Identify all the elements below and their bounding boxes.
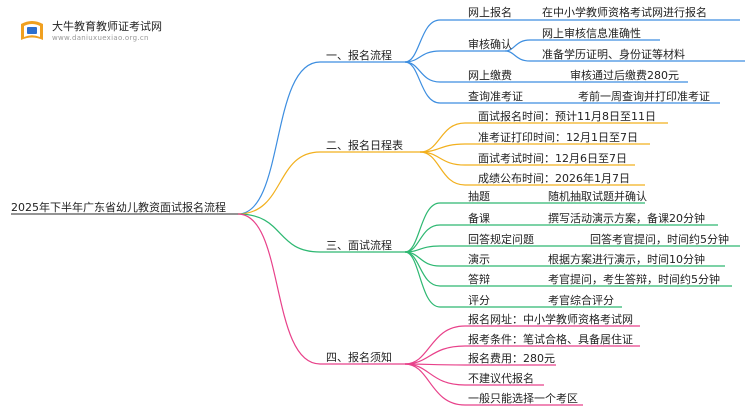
leaf-draw-question-detail: 随机抽取试题并确认 <box>548 190 647 203</box>
leaf-required-questions-detail: 回答考官提问，时间约5分钟 <box>590 233 729 246</box>
leaf-defense-detail: 考官提问，考生答辩，时间约5分钟 <box>548 273 720 286</box>
leaf-demonstration-detail: 根据方案进行演示，时间10分钟 <box>548 253 705 266</box>
root-topic: 2025年下半年广东省幼儿教资面试报名流程 <box>11 201 226 214</box>
leaf-admission-ticket-detail: 考前一周查询并打印准考证 <box>578 90 710 103</box>
node-defense: 答辩 <box>468 273 490 286</box>
note-eligibility: 报考条件：笔试合格、具备居住证 <box>468 333 633 346</box>
node-review-confirm: 审核确认 <box>468 38 512 51</box>
note-single-exam-area: 一般只能选择一个考区 <box>468 392 578 405</box>
node-online-payment: 网上缴费 <box>468 69 512 82</box>
branch-schedule: 二、报名日程表 <box>326 139 403 152</box>
leaf-lesson-prep-detail: 撰写活动演示方案，备课20分钟 <box>548 212 705 225</box>
node-admission-ticket: 查询准考证 <box>468 90 523 103</box>
book-icon <box>21 21 43 40</box>
branch-registration-process: 一、报名流程 <box>326 49 392 62</box>
schedule-registration-time: 面试报名时间：预计11月8日至11日 <box>478 110 656 123</box>
node-scoring: 评分 <box>468 294 490 307</box>
note-fee: 报名费用：280元 <box>468 352 555 365</box>
node-lesson-prep: 备课 <box>468 212 490 225</box>
leaf-review-info: 网上审核信息准确性 <box>542 27 641 40</box>
leaf-prepare-materials: 准备学历证明、身份证等材料 <box>542 48 685 61</box>
branch-interview-process: 三、面试流程 <box>326 239 392 252</box>
leaf-payment-detail: 审核通过后缴费280元 <box>570 69 679 82</box>
branch-registration-notes: 四、报名须知 <box>326 351 392 364</box>
schedule-ticket-print-time: 准考证打印时间：12月1日至7日 <box>478 131 638 144</box>
note-no-proxy: 不建议代报名 <box>468 372 534 385</box>
node-online-registration: 网上报名 <box>468 6 512 19</box>
schedule-interview-time: 面试考试时间：12月6日至7日 <box>478 152 627 165</box>
leaf-scoring-detail: 考官综合评分 <box>548 294 614 307</box>
schedule-result-time: 成绩公布时间：2026年1月7日 <box>478 172 630 185</box>
node-demonstration: 演示 <box>468 253 490 266</box>
note-registration-website: 报名网址：中小学教师资格考试网 <box>468 313 633 326</box>
logo-subtitle: www.daniuxuexiao.org.cn <box>52 34 149 42</box>
node-draw-question: 抽题 <box>468 190 490 203</box>
node-required-questions: 回答规定问题 <box>468 233 534 246</box>
logo: 大牛教育教师证考试网 www.daniuxuexiao.org.cn <box>18 14 188 48</box>
logo-title: 大牛教育教师证考试网 <box>52 20 162 33</box>
leaf-online-registration-detail: 在中小学教师资格考试网进行报名 <box>542 6 707 19</box>
